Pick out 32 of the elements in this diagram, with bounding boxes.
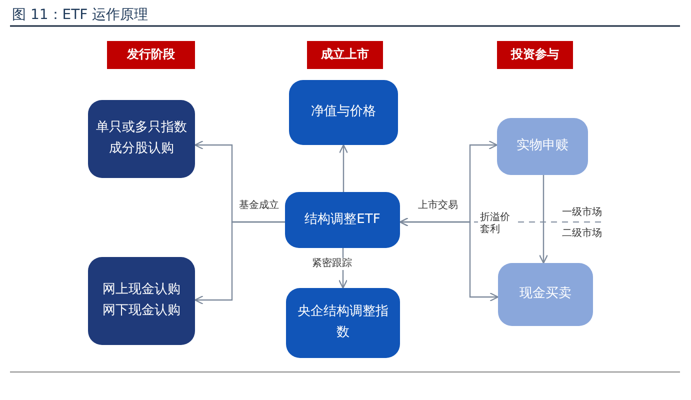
node-label: 投资参与 <box>510 46 560 64</box>
stage-header <box>497 41 573 69</box>
node-label: 现金买卖 <box>518 285 572 304</box>
note-label: 一级市场 <box>560 207 604 219</box>
process-box <box>497 118 588 175</box>
process-box <box>286 288 400 358</box>
figure-title: 图 11：ETF 运作原理 <box>12 6 148 24</box>
process-box <box>289 80 398 145</box>
stage-header <box>107 41 195 69</box>
process-box <box>285 192 400 248</box>
note-label: 二级市场 <box>560 228 604 240</box>
stage-header <box>307 41 383 69</box>
edge-label: 紧密跟踪 <box>310 258 354 270</box>
edge-label: 上市交易 <box>416 200 460 212</box>
note-label: 折溢价套利 <box>478 212 514 236</box>
node-label: 成立上市 <box>320 46 370 64</box>
node-label: 单只或多只指数成分股认购 <box>95 119 188 158</box>
arrow <box>338 144 348 192</box>
arrow <box>399 217 499 302</box>
process-box <box>88 257 195 345</box>
node-label: 实物申赎 <box>516 137 570 156</box>
arrow <box>194 221 285 305</box>
process-box <box>88 100 195 178</box>
node-label: 结构调整ETF <box>304 210 382 229</box>
node-label: 网下现金认购 <box>102 302 182 320</box>
node-label: 央企结构调整指数 <box>296 303 390 342</box>
node-label: 网上现金认购 <box>102 281 182 300</box>
edge-label: 基金成立 <box>237 200 281 212</box>
node-label: 净值与价格 <box>310 103 377 122</box>
node-label: 发行阶段 <box>126 46 176 64</box>
process-box <box>498 263 593 326</box>
arrow <box>538 175 548 264</box>
